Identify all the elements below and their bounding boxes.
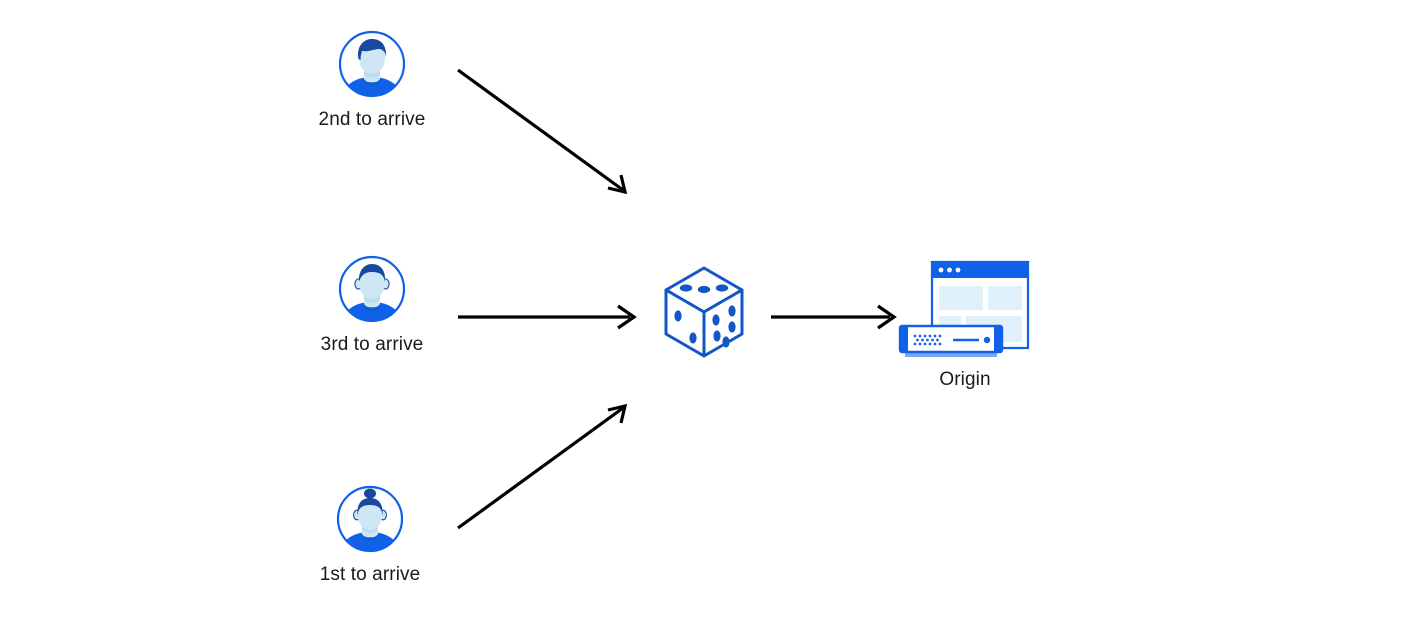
user-avatar-icon: [338, 255, 406, 323]
origin-node[interactable]: Origin: [895, 258, 1035, 408]
client-node-3rd[interactable]: 3rd to arrive: [321, 253, 423, 363]
arrow-client-2nd-to-dice: [457, 68, 628, 195]
window-dots-icon: [938, 267, 961, 273]
dice-top-pips: [679, 284, 729, 294]
client-node-1st[interactable]: 1st to arrive: [320, 483, 420, 593]
dice-node[interactable]: [660, 264, 748, 360]
arrow-client-1st-to-dice: [457, 403, 628, 530]
arrow-client-3rd-to-dice: [458, 304, 637, 330]
dice-icon: [664, 266, 744, 358]
server-unit-icon: [898, 324, 1004, 357]
user-avatar-icon: [336, 485, 404, 553]
arrow-dice-to-origin: [771, 304, 897, 330]
client-label-2nd: 2nd to arrive: [318, 109, 426, 130]
client-label-1st: 1st to arrive: [319, 564, 421, 585]
origin-label: Origin: [939, 369, 991, 390]
server-vents-icon: [913, 334, 942, 346]
origin-server-icon: [898, 260, 1030, 357]
client-label-3rd: 3rd to arrive: [320, 334, 424, 355]
user-avatar-icon: [338, 30, 406, 98]
server-led-icon: [983, 336, 991, 344]
dice-right-pips: [712, 305, 736, 348]
client-node-2nd[interactable]: 2nd to arrive: [319, 28, 425, 138]
dice-left-pips: [674, 310, 697, 344]
